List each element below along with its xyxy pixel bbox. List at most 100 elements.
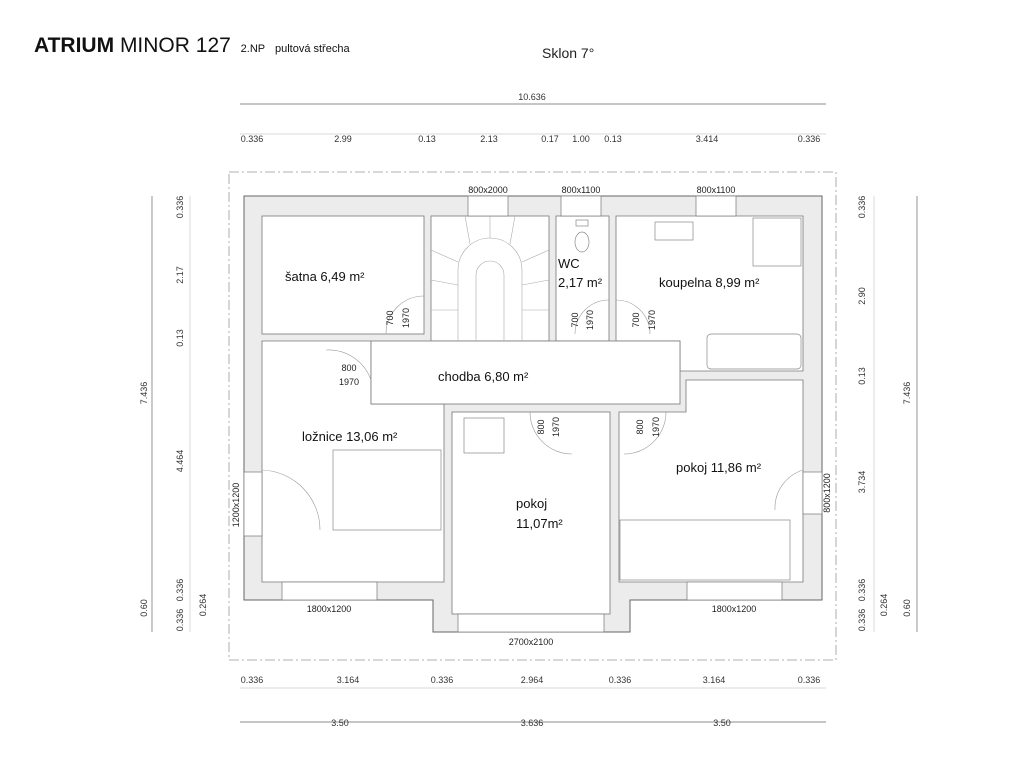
dim-top-5: 1.00	[572, 134, 590, 144]
window-label-bath: 800x1100	[697, 185, 736, 195]
window-pokoj-center	[457, 613, 605, 633]
door-height-pokoj-center: 1970	[551, 417, 561, 437]
dim-top-8: 0.336	[798, 134, 821, 144]
window-label-wc: 800x1100	[562, 185, 601, 195]
room-label-koupelna: koupelna 8,99 m²	[659, 275, 760, 290]
door-height-bath: 1970	[647, 310, 657, 330]
door-width-bath: 700	[631, 312, 641, 327]
dim-top-3: 2.13	[480, 134, 498, 144]
window-pokoj-right	[686, 581, 783, 601]
door-width-loznice: 800	[341, 363, 356, 373]
door-width-wc: 700	[570, 312, 580, 327]
room-area-pokoj-center: 11,07m²	[516, 516, 563, 531]
window-stairs	[467, 195, 509, 217]
washbasin	[654, 221, 694, 241]
dim-left-offset: 0.60	[139, 599, 149, 617]
dim-left-6: 0.336	[175, 609, 185, 632]
dim-right-3: 3.734	[857, 471, 867, 494]
window-label-pokoj-right: 1800x1200	[712, 604, 757, 614]
window-label-loznice: 1800x1200	[307, 604, 352, 614]
toilet-tank	[575, 219, 589, 227]
dim-bottom-4: 0.336	[609, 675, 632, 685]
dim-top-2: 0.13	[418, 134, 436, 144]
door-width-satna: 700	[385, 310, 395, 325]
bathtub	[706, 333, 802, 370]
dim-right-5: 0.264	[879, 594, 889, 617]
brand-bold: ATRIUM	[34, 34, 115, 57]
dim-top-0: 0.336	[241, 134, 264, 144]
rooms	[261, 215, 804, 615]
dim-bottom-3: 2.964	[521, 675, 544, 685]
floor-label: 2.NP	[240, 43, 266, 55]
room-label-pokoj-center: pokoj	[516, 496, 547, 511]
dimension-labels: 0.336 2.99 0.13 2.13 0.17 1.00 0.13 3.414 0.336 0…	[175, 134, 889, 728]
dim-bottom-1: 3.164	[337, 675, 360, 685]
window-wc	[560, 195, 602, 217]
window-loznice	[281, 581, 378, 601]
dim-top-1: 2.99	[334, 134, 352, 144]
room-chodba	[370, 340, 681, 405]
dim-left-0: 0.336	[175, 196, 185, 219]
dim-left-2: 0.13	[175, 329, 185, 347]
window-label-pokoj-center: 2700x2100	[509, 637, 554, 647]
room-satna	[261, 215, 425, 335]
window-left	[243, 471, 263, 537]
room-label-chodba: chodba 6,80 m²	[438, 369, 529, 384]
dim-right-4: 0.336	[857, 579, 867, 602]
brand-model: MINOR 127	[119, 34, 231, 57]
dim-right-2: 0.13	[857, 367, 867, 385]
window-label-left: 1200x1200	[231, 483, 241, 528]
dim-bottom-totals-1: 3.636	[521, 718, 544, 728]
dim-bottom-6: 0.336	[798, 675, 821, 685]
dim-left-1: 2.17	[175, 266, 185, 284]
door-height-pokoj-right: 1970	[651, 417, 661, 437]
door-width-pokoj-center: 800	[536, 419, 546, 434]
desk-pokoj-center	[463, 417, 505, 454]
roof-outline	[228, 171, 837, 661]
room-label-loznice: ložnice 13,06 m²	[302, 429, 398, 444]
dim-right-6: 0.336	[857, 609, 867, 632]
window-right	[802, 471, 823, 515]
dim-bottom-5: 3.164	[703, 675, 726, 685]
dim-bottom-2: 0.336	[431, 675, 454, 685]
dim-bottom-totals-0: 3.50	[331, 718, 349, 728]
dimension-lines	[151, 103, 918, 723]
dim-left-5: 0.264	[198, 594, 208, 617]
window-label-stairs: 800x2000	[468, 185, 508, 195]
door-height-satna: 1970	[401, 308, 411, 328]
roof-label: pultová střecha	[274, 43, 350, 55]
dim-bottom-0: 0.336	[241, 675, 264, 685]
dim-top-7: 3.414	[696, 134, 719, 144]
dim-top-4: 0.17	[541, 134, 559, 144]
dim-top-6: 0.13	[604, 134, 622, 144]
fixtures	[332, 217, 802, 581]
door-height-loznice: 1970	[339, 377, 359, 387]
dim-right-0: 0.336	[857, 196, 867, 219]
room-label-satna: šatna 6,49 m²	[285, 269, 365, 284]
toilet	[574, 231, 590, 253]
dim-right-offset: 0.60	[902, 599, 912, 617]
room-label-wc: WC	[558, 256, 580, 271]
bed-pokoj-right	[619, 519, 791, 581]
dim-left-3: 4.464	[175, 450, 185, 473]
dim-left-4: 0.336	[175, 579, 185, 602]
dim-right-1: 2.90	[857, 287, 867, 305]
shower	[752, 217, 802, 267]
window-label-right: 800x1200	[822, 473, 832, 513]
window-bath	[695, 195, 737, 217]
dim-right-total: 7.436	[902, 382, 912, 405]
dim-top-total: 10.636	[518, 92, 546, 102]
staircase	[430, 215, 550, 341]
door-swings	[261, 295, 804, 531]
dim-left-total: 7.436	[139, 382, 149, 405]
room-label-pokoj-right: pokoj 11,86 m²	[676, 460, 762, 475]
door-height-wc: 1970	[585, 310, 595, 330]
door-width-pokoj-right: 800	[635, 419, 645, 434]
dim-bottom-totals-2: 3.50	[713, 718, 731, 728]
roof-slope: Sklon 7°	[542, 45, 595, 61]
bed-loznice	[332, 449, 442, 531]
room-pokoj-center	[451, 411, 611, 615]
plan-title: ATRIUM MINOR 127 2.NP pultová střecha	[34, 34, 350, 58]
room-area-wc: 2,17 m²	[558, 275, 603, 290]
